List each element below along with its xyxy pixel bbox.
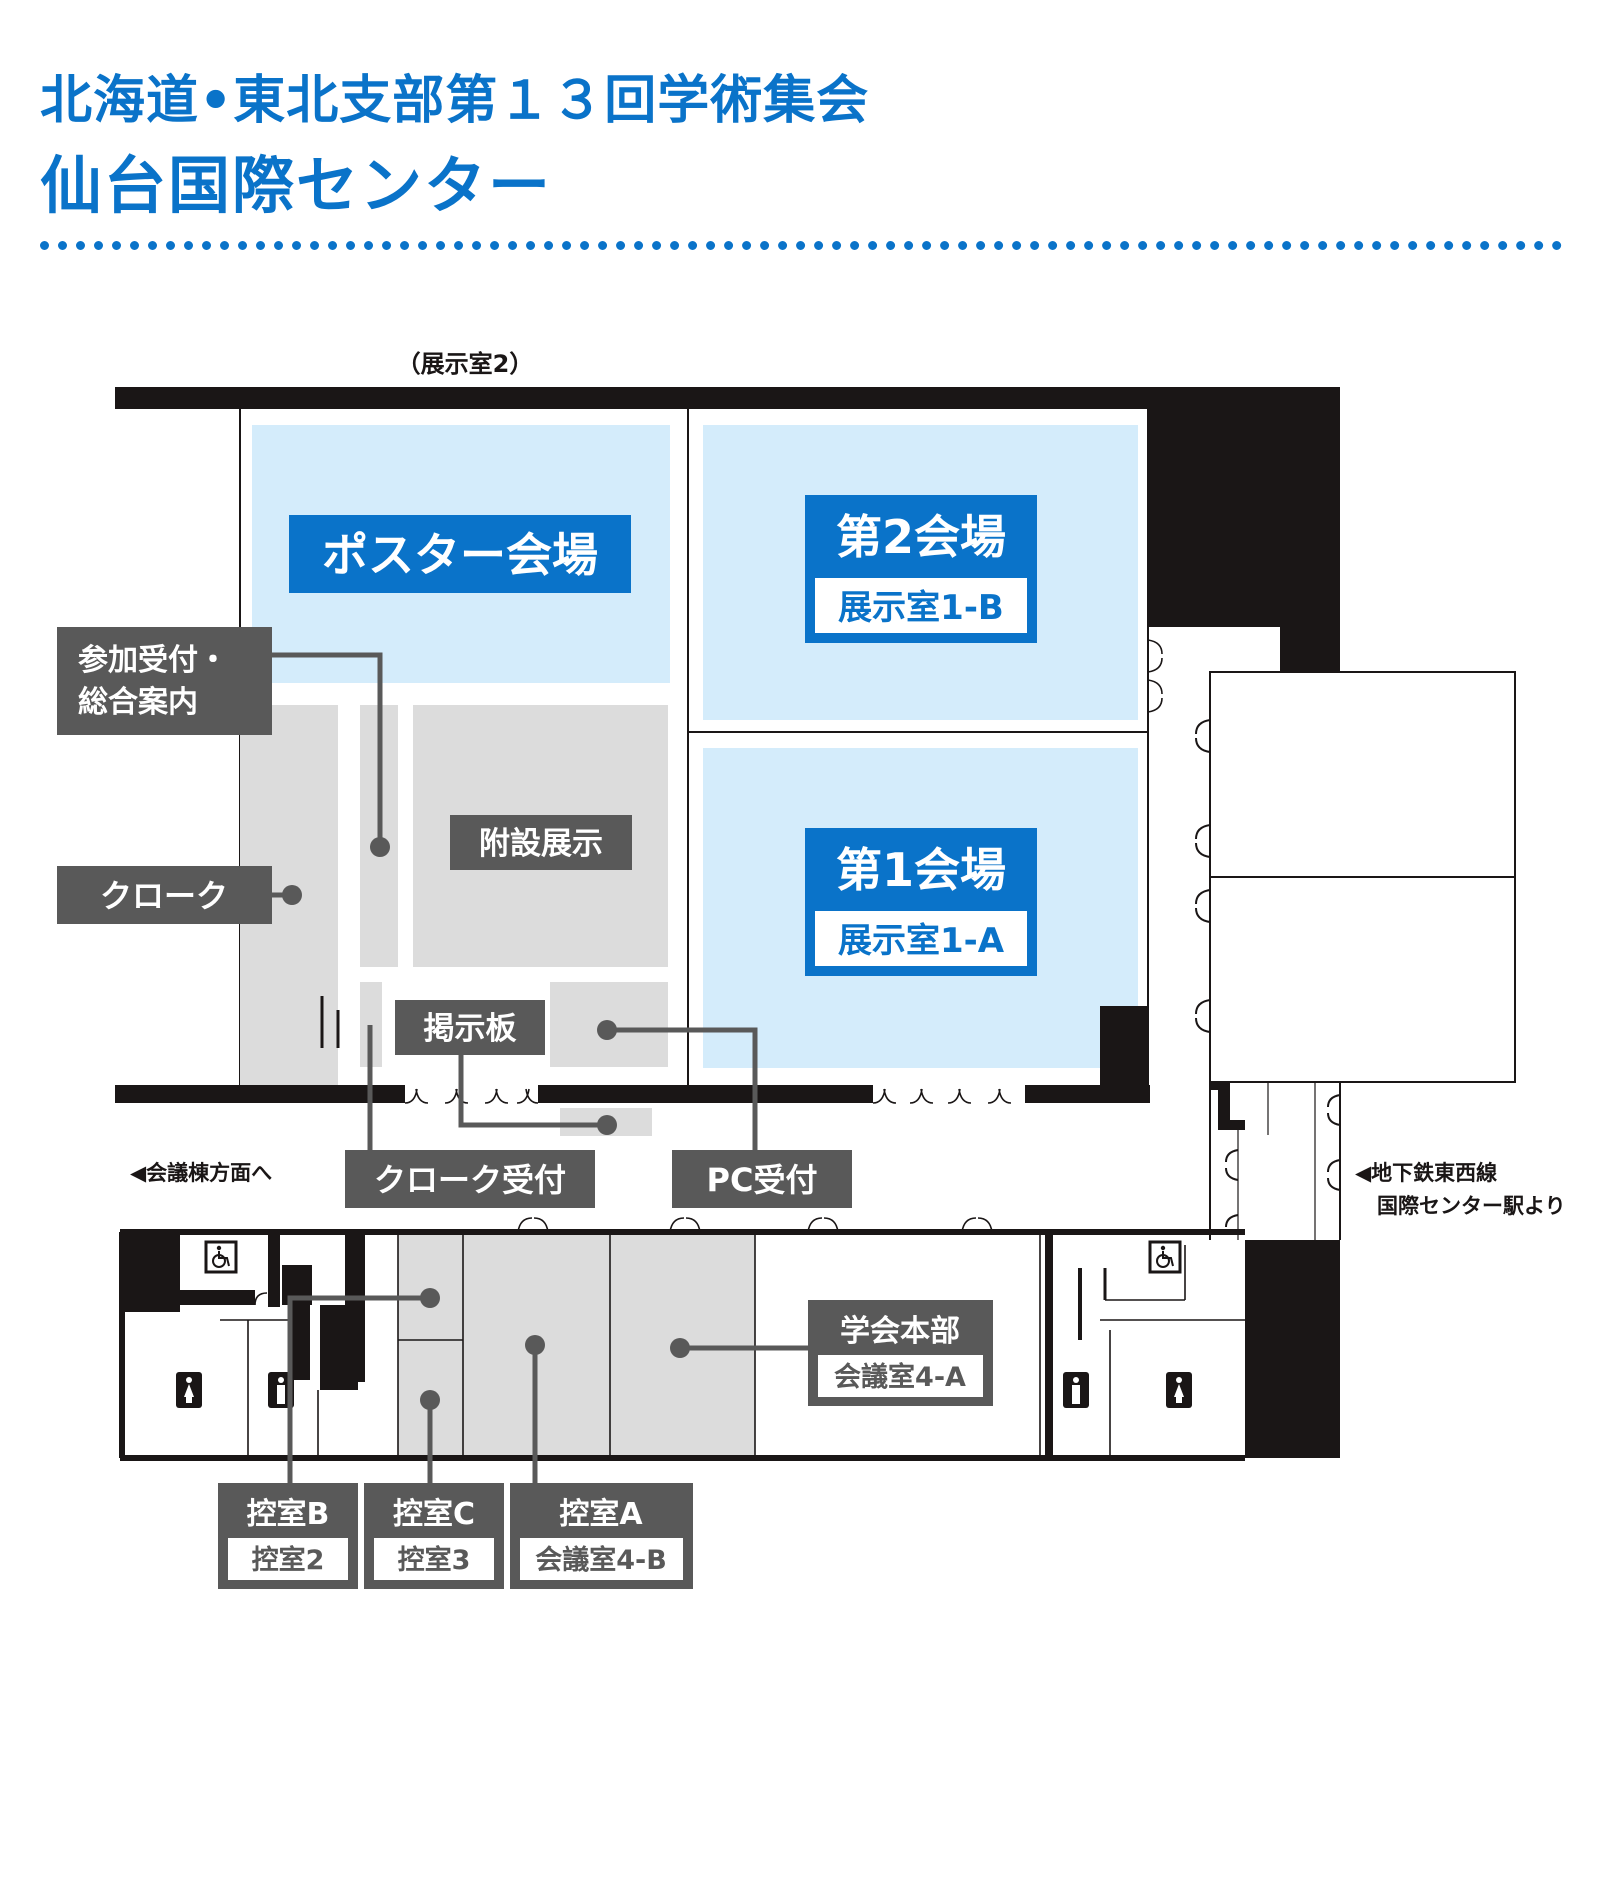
conference-building xyxy=(119,1217,1245,1461)
location-dots xyxy=(282,837,690,1410)
wheelchair-icon xyxy=(1148,1240,1182,1274)
waiting-c-room-label: 控室3 xyxy=(398,1544,471,1576)
restroom-female-icon xyxy=(1166,1372,1192,1408)
wheelchair-icon xyxy=(204,1240,238,1274)
hq-label: 学会本部 xyxy=(840,1314,960,1349)
from-subway-label-line2: 国際センター駅より xyxy=(1377,1194,1566,1218)
dotted-divider xyxy=(40,241,1562,250)
cloak-reception-label: クローク受付 xyxy=(374,1161,566,1199)
hall2-room-label: 展示室1-B xyxy=(838,588,1004,628)
waiting-b-room-label: 控室2 xyxy=(252,1544,325,1576)
hall1-room-label: 展示室1-A xyxy=(838,921,1005,961)
waiting-b-label: 控室B xyxy=(247,1497,330,1532)
poster-hall-label: ポスター会場 xyxy=(322,528,598,582)
bulletin-label: 掲示板 xyxy=(424,1011,517,1047)
cloak-label: クローク xyxy=(100,877,228,915)
waiting-a-room-label: 会議室4-B xyxy=(535,1544,667,1576)
reception-label-line2: 総合案内 xyxy=(78,685,198,720)
door-swings xyxy=(404,639,1163,1104)
hq-room-label: 会議室4-A xyxy=(834,1361,966,1393)
venue-title: 仙台国際センター xyxy=(40,149,553,222)
waiting-c-label: 控室C xyxy=(393,1497,475,1532)
annex-black-block xyxy=(1245,1240,1340,1458)
reception-label-line1: 参加受付・ xyxy=(78,643,228,678)
restroom-female-icon xyxy=(176,1372,202,1408)
hall1-label: 第1会場 xyxy=(836,843,1006,897)
restroom-male-icon xyxy=(1063,1372,1089,1408)
leader-lines xyxy=(270,652,808,1483)
to-conference-building-label: ◀会議棟方面へ xyxy=(130,1161,272,1185)
hall2-label: 第2会場 xyxy=(836,510,1006,564)
page-title: 北海道•東北支部第１３回学術集会 xyxy=(40,71,870,131)
annex-building xyxy=(1195,671,1516,1240)
pc-reception-label: PC受付 xyxy=(707,1161,818,1199)
exhibit-room2-note: （展示室2） xyxy=(397,350,534,378)
from-subway-label-line1: ◀地下鉄東西線 xyxy=(1355,1161,1497,1185)
exhibition-building xyxy=(115,387,1340,1136)
waiting-a-label: 控室A xyxy=(559,1497,643,1532)
exhibition-label: 附設展示 xyxy=(479,826,603,862)
